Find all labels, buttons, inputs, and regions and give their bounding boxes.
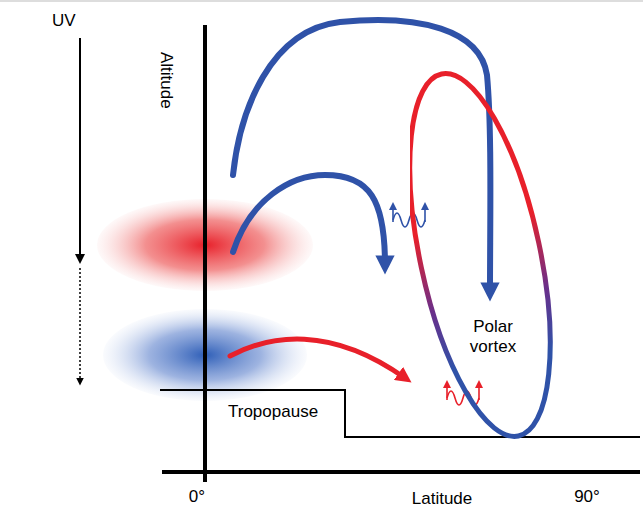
axis-label: Latitude: [412, 490, 473, 509]
axis-label: Tropopause: [228, 403, 318, 422]
vortex-ellipse: Polar vortex: [410, 62, 560, 447]
vortex-label: Polar vortex: [458, 317, 528, 358]
vortex-outline: [410, 62, 560, 447]
axis-label: 90°: [574, 488, 600, 507]
axis-label: UV: [52, 12, 76, 31]
axis-label: 0°: [189, 488, 205, 507]
axis-label: Altitude: [156, 52, 175, 109]
